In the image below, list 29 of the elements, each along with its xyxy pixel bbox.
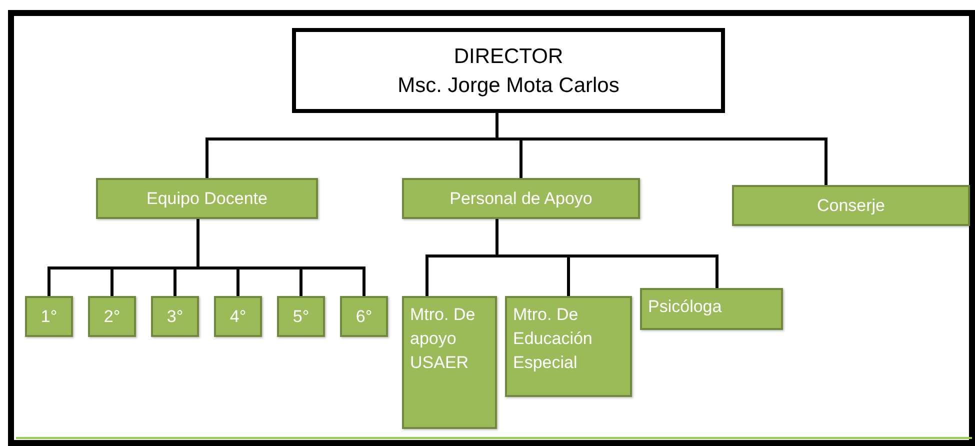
role-box xyxy=(732,185,970,226)
role-box xyxy=(151,296,199,337)
role-label: Equipo Docente xyxy=(146,188,268,208)
role-label: 1° xyxy=(40,306,58,326)
role-box xyxy=(277,296,325,337)
role-box xyxy=(505,296,632,397)
role-label: Mtro. De Educación Especial xyxy=(513,305,592,372)
role-label: 5° xyxy=(292,306,310,326)
role-box xyxy=(402,296,497,429)
role-box xyxy=(340,296,388,337)
director-text: Msc. Jorge Mota Carlos xyxy=(398,72,620,98)
connector-line xyxy=(496,113,828,185)
role-label: Mtro. De apoyo USAER xyxy=(410,305,476,372)
director-text: DIRECTOR xyxy=(454,44,564,70)
role-label: Psicóloga xyxy=(648,297,722,316)
role-label: 3° xyxy=(166,306,184,326)
role-label: 4° xyxy=(230,306,246,326)
role-box xyxy=(88,296,136,337)
role-box xyxy=(96,178,318,219)
role-label: Personal de Apoyo xyxy=(450,188,592,208)
role-box xyxy=(402,178,640,219)
role-label: 2° xyxy=(104,306,120,326)
role-label: 6° xyxy=(356,306,372,326)
role-label: Conserje xyxy=(816,196,886,216)
director-box xyxy=(292,28,725,113)
role-box xyxy=(214,296,262,337)
role-box xyxy=(25,296,73,337)
role-box xyxy=(640,288,783,330)
connector-line xyxy=(496,219,718,288)
